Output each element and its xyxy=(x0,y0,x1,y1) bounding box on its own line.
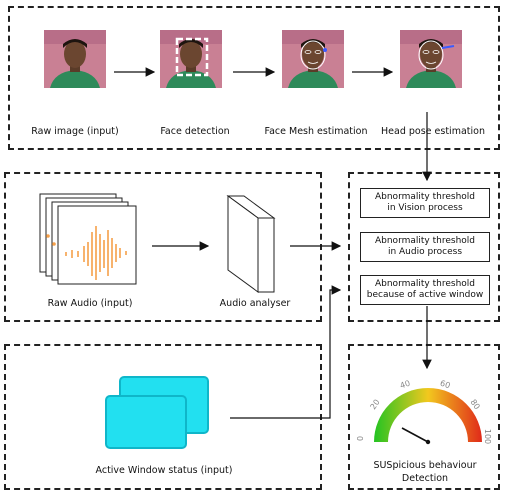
stage-label-raw-image: Raw image (input) xyxy=(31,126,119,137)
gauge-needle xyxy=(401,427,429,443)
vision-group-box xyxy=(8,6,500,150)
raw-image-photo xyxy=(44,30,106,88)
gauge-caption-line1: SUSpicious behaviour xyxy=(373,460,477,471)
window-threshold-line1: Abnormality threshold xyxy=(374,279,475,289)
head-pose-photo xyxy=(400,30,462,88)
audio-analyser-label: Audio analyser xyxy=(219,298,291,309)
vision-threshold-line1: Abnormality threshold xyxy=(374,192,475,202)
active-window-label: Active Window status (input) xyxy=(95,465,233,476)
audio-threshold-box: Abnormality threshold in Audio process xyxy=(360,232,490,262)
audio-threshold-line1: Abnormality threshold xyxy=(374,236,475,246)
window-group-box xyxy=(4,344,322,490)
vision-threshold-line2: in Vision process xyxy=(387,203,463,213)
stage-label-face-mesh: Face Mesh estimation xyxy=(264,126,368,137)
audio-group-box xyxy=(4,172,322,322)
stage-label-face-detection: Face detection xyxy=(160,126,230,137)
suspicion-gauge xyxy=(374,388,482,445)
arrow-window-to-thresholds xyxy=(230,285,342,419)
stage-label-head-pose: Head pose estimation xyxy=(381,126,485,137)
active-window-icon xyxy=(105,376,209,449)
vision-threshold-box: Abnormality threshold in Vision process xyxy=(360,188,490,218)
gauge-tick-0: 0 xyxy=(356,435,366,442)
gauge-caption-line2: Detection xyxy=(401,473,449,484)
audio-threshold-line2: in Audio process xyxy=(387,247,463,257)
face-detection-photo xyxy=(160,30,222,88)
audio-analyser-icon xyxy=(226,195,276,293)
face-mesh-photo xyxy=(282,30,344,88)
window-threshold-box: Abnormality threshold because of active … xyxy=(360,275,490,305)
raw-audio-icon xyxy=(39,193,137,285)
gauge-group-box xyxy=(348,344,500,490)
gauge-tick-100: 100 xyxy=(483,428,493,445)
raw-audio-label: Raw Audio (input) xyxy=(47,298,133,309)
window-threshold-line2: because of active window xyxy=(366,290,484,300)
